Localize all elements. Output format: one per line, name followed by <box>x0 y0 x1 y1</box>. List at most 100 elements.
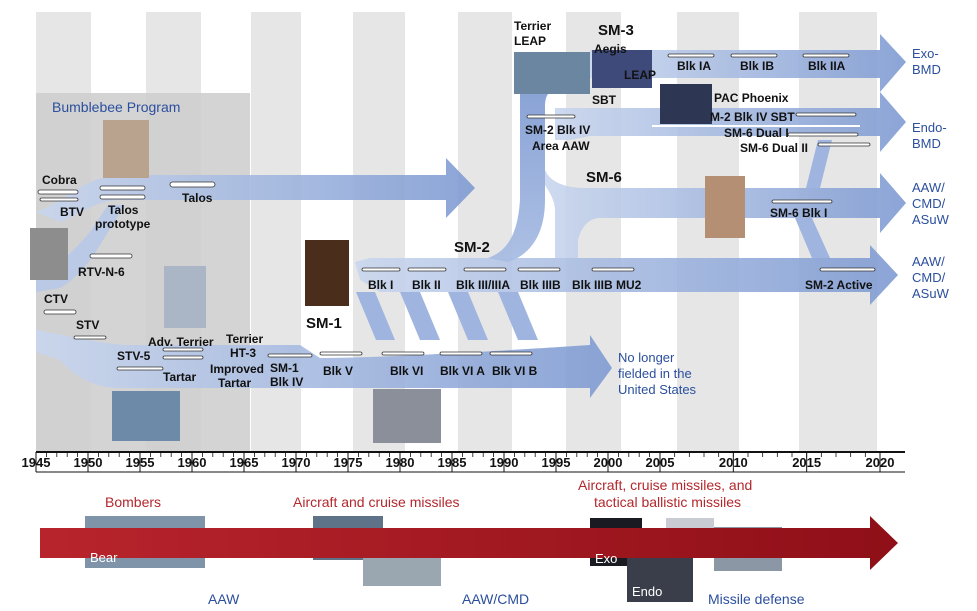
label-no-longer-1: No longer <box>618 350 675 365</box>
missile-icon <box>526 114 576 119</box>
missile-icon <box>407 267 447 272</box>
year-label: 2000 <box>594 455 623 470</box>
year-label: 2020 <box>866 455 895 470</box>
label-sm6-dual-i: SM-6 Dual I <box>724 126 789 140</box>
year-label: 2005 <box>646 455 675 470</box>
threat-aircraft-cruise: Aircraft and cruise missiles <box>293 494 460 510</box>
photo-sm6-launch <box>705 176 745 238</box>
missile-icon <box>489 351 533 356</box>
missile-icons <box>37 53 876 371</box>
photo-sm1-flight <box>373 389 441 443</box>
cap-aaw1-3: ASuW <box>912 212 950 227</box>
missile-icon <box>591 267 635 272</box>
exo-bmd-arrow <box>590 34 906 92</box>
year-label: 1945 <box>22 455 51 470</box>
label-terrier-ht3-1: Terrier <box>226 332 263 346</box>
label-sm3: SM-3 <box>598 22 634 39</box>
photo-aegis-leap <box>592 50 652 88</box>
terrier-tartar-main-arrow <box>36 330 612 398</box>
year-label: 1960 <box>178 455 207 470</box>
missile-icon <box>99 194 146 200</box>
missile-icon <box>361 267 401 272</box>
label-no-longer-3: United States <box>618 382 697 397</box>
missile-icon <box>99 185 146 191</box>
label-sm2-blk-iii-iiia: Blk III/IIIA <box>456 278 510 292</box>
label-sm2: SM-2 <box>454 239 490 256</box>
label-sm2-active: SM-2 Active <box>805 278 873 292</box>
missile-icon <box>73 335 107 340</box>
mission-aaw-cmd: AAW/CMD <box>462 591 529 607</box>
year-label: 1995 <box>542 455 571 470</box>
missile-labels: Cobra BTV Talos prototype Talos RTV-N-6 … <box>42 19 873 397</box>
missile-icon <box>667 53 715 58</box>
year-label: 1980 <box>386 455 415 470</box>
label-rtv-n-6: RTV-N-6 <box>78 265 125 279</box>
label-sm2-blk-ii: Blk II <box>412 278 441 292</box>
label-cobra: Cobra <box>42 173 77 187</box>
threat-bombers: Bombers <box>105 494 161 510</box>
missile-icon <box>463 267 507 272</box>
label-terrier-leap-1: Terrier <box>514 19 551 33</box>
sm2-arrow <box>355 245 898 305</box>
cap-exo-2: BMD <box>912 62 941 77</box>
photo-terrier-launch <box>164 266 206 328</box>
label-sm1: SM-1 <box>306 315 342 332</box>
label-sm3-blk-iia: Blk IIA <box>808 59 846 73</box>
photo-tartar-ship <box>112 391 180 441</box>
missile-icon <box>37 189 79 195</box>
label-sm3-blk-ib: Blk IB <box>740 59 774 73</box>
year-label: 1950 <box>74 455 103 470</box>
label-sm2-blk-i: Blk I <box>368 278 393 292</box>
missile-icon <box>439 351 483 356</box>
photo-label-endo: Endo <box>632 584 662 599</box>
sm2-blkiv-riser-arrow <box>488 70 590 262</box>
photo-talos-launch <box>103 120 149 178</box>
missile-icon <box>89 253 133 259</box>
missile-icon <box>267 353 313 358</box>
label-stv-5: STV-5 <box>117 349 151 363</box>
cap-endo-2: BMD <box>912 136 941 151</box>
talos-arrow <box>36 158 475 222</box>
label-sm6-dual-ii: SM-6 Dual II <box>740 141 808 155</box>
cap-exo-1: Exo- <box>912 46 939 61</box>
photo-sm1-launch <box>305 240 349 306</box>
bumblebee-title: Bumblebee Program <box>52 99 180 115</box>
label-sm1-blk-iv-1: SM-1 <box>270 361 299 375</box>
missile-icon <box>819 267 876 272</box>
year-label: 1955 <box>126 455 155 470</box>
missile-icon <box>319 351 363 356</box>
year-label: 2015 <box>792 455 821 470</box>
threat-band: Bombers Aircraft and cruise missiles Air… <box>40 477 898 607</box>
label-sm2-blk-iv-2: Area AAW <box>532 139 590 153</box>
year-label: 1985 <box>438 455 467 470</box>
year-label: 2010 <box>719 455 748 470</box>
photo-pac-phoenix <box>660 84 712 124</box>
label-sm6-blk-i: SM-6 Blk I <box>770 206 827 220</box>
missile-icon <box>730 53 778 58</box>
cap-endo-1: Endo- <box>912 120 947 135</box>
year-label: 1965 <box>230 455 259 470</box>
threat-aircraft-cruise-tbm-1: Aircraft, cruise missiles, and <box>578 477 752 493</box>
mission-missile-defense: Missile defense <box>708 591 805 607</box>
missile-icon <box>771 199 833 204</box>
label-aegis: Aegis <box>594 42 627 56</box>
capability-labels: Exo- BMD Endo- BMD AAW/ CMD/ ASuW AAW/ C… <box>912 46 950 301</box>
endo-bmd-arrow <box>555 92 906 152</box>
label-btv: BTV <box>60 205 84 219</box>
photo-label-exo: Exo <box>595 551 617 566</box>
label-improved-tartar-1: Improved <box>210 362 264 376</box>
year-label: 1975 <box>334 455 363 470</box>
missile-icon <box>162 355 204 360</box>
label-sm1-blk-iv-2: Blk IV <box>270 375 303 389</box>
missile-icon <box>162 347 204 352</box>
threat-aircraft-cruise-tbm-2: tactical ballistic missiles <box>594 494 741 510</box>
label-tartar: Tartar <box>163 370 196 384</box>
photo-label-bear: Bear <box>90 550 118 565</box>
cap-aaw1-2: CMD/ <box>912 196 946 211</box>
label-sm1-blk-vib: Blk VI B <box>492 364 538 378</box>
label-pac-phoenix: PAC Phoenix <box>714 91 789 105</box>
label-sm1-blk-vi: Blk VI <box>390 364 423 378</box>
label-sm2-blk-iv-sbt: M-2 Blk IV SBT <box>710 110 795 124</box>
missile-icon <box>787 132 859 137</box>
